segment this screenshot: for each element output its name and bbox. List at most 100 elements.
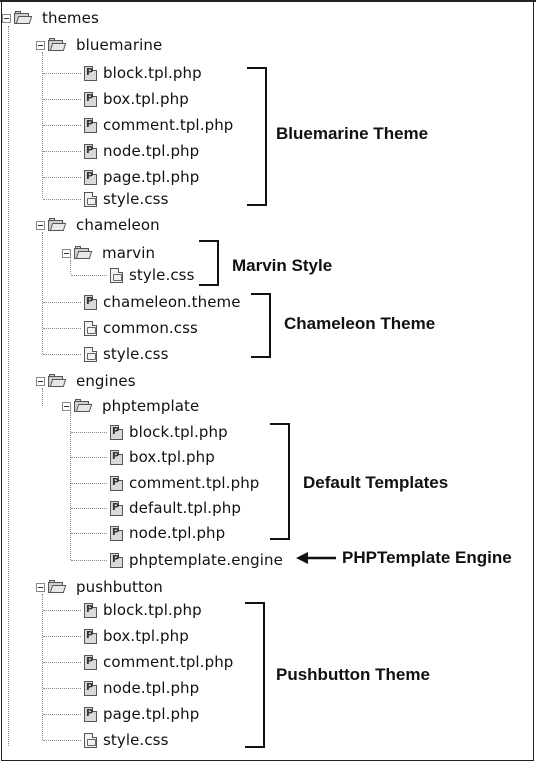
collapse-toggle-icon[interactable] — [36, 376, 45, 386]
tree-line — [42, 232, 43, 354]
tree-node-phptemplate[interactable]: phptemplate — [62, 395, 199, 417]
file-label: comment.tpl.php — [129, 474, 260, 492]
css-file-icon — [84, 732, 97, 748]
collapse-toggle-icon[interactable] — [2, 13, 11, 23]
theme-file-icon — [84, 294, 97, 310]
file-label: chameleon.theme — [103, 293, 241, 311]
file-label: style.css — [129, 266, 195, 284]
file-label: block.tpl.php — [103, 64, 202, 82]
bracket-marvin — [199, 240, 219, 286]
tree-file[interactable]: block.tpl.php — [84, 62, 202, 84]
folder-open-icon — [74, 246, 93, 260]
bracket-pushbutton — [245, 602, 265, 748]
tree-node-bluemarine[interactable]: bluemarine — [36, 34, 162, 56]
bracket-default-templates — [270, 423, 290, 540]
file-label: page.tpl.php — [103, 168, 200, 186]
php-file-icon — [84, 65, 97, 81]
collapse-toggle-icon[interactable] — [62, 401, 71, 411]
file-label: common.css — [103, 319, 198, 337]
annotation-chameleon-theme: Chameleon Theme — [284, 314, 436, 333]
file-label: block.tpl.php — [103, 601, 202, 619]
tree-file[interactable]: block.tpl.php — [84, 599, 202, 621]
tree-node-label: bluemarine — [76, 36, 163, 54]
tree-node-marvin[interactable]: marvin — [62, 242, 155, 264]
php-file-icon — [84, 654, 97, 670]
tree-file[interactable]: node.tpl.php — [84, 140, 199, 162]
tree-file[interactable]: comment.tpl.php — [110, 472, 259, 494]
php-file-icon — [84, 169, 97, 185]
css-file-icon — [84, 191, 97, 207]
tree-file[interactable]: style.css — [84, 188, 169, 210]
file-label: node.tpl.php — [129, 524, 226, 542]
tree-line — [42, 388, 43, 406]
php-file-icon — [110, 500, 123, 516]
tree-line — [70, 412, 71, 560]
tree-node-label: engines — [76, 372, 136, 390]
tree-file[interactable]: comment.tpl.php — [84, 114, 233, 136]
tree-file[interactable]: page.tpl.php — [84, 703, 199, 725]
collapse-toggle-icon[interactable] — [36, 40, 45, 50]
file-label: style.css — [103, 345, 169, 363]
tree-file[interactable]: style.css — [84, 729, 169, 751]
css-file-icon — [84, 346, 97, 362]
tree-file[interactable]: box.tpl.php — [110, 446, 215, 468]
css-file-icon — [110, 267, 123, 283]
tree-node-label: marvin — [102, 244, 156, 262]
file-label: comment.tpl.php — [103, 116, 234, 134]
tree-file[interactable]: phptemplate.engine — [110, 549, 283, 571]
tree-node-engines[interactable]: engines — [36, 370, 136, 392]
tree-node-label: phptemplate — [102, 397, 200, 415]
arrow-left-icon — [296, 552, 336, 564]
php-file-icon — [84, 117, 97, 133]
tree-node-chameleon[interactable]: chameleon — [36, 214, 160, 236]
file-label: box.tpl.php — [103, 90, 189, 108]
tree-node-pushbutton[interactable]: pushbutton — [36, 576, 163, 598]
tree-file[interactable]: default.tpl.php — [110, 497, 241, 519]
php-file-icon — [84, 628, 97, 644]
php-file-icon — [84, 91, 97, 107]
folder-open-icon — [48, 218, 67, 232]
tree-line — [70, 260, 71, 274]
tree-file[interactable]: box.tpl.php — [84, 88, 189, 110]
folder-open-icon — [48, 374, 67, 388]
folder-open-icon — [48, 580, 67, 594]
php-file-icon — [110, 525, 123, 541]
tree-line — [8, 26, 9, 746]
annotation-default-templates: Default Templates — [303, 473, 449, 492]
tree-node-label: chameleon — [76, 216, 160, 234]
php-file-icon — [84, 706, 97, 722]
tree-file[interactable]: page.tpl.php — [84, 166, 199, 188]
tree-file[interactable]: block.tpl.php — [110, 421, 228, 443]
tree-file[interactable]: style.css — [84, 343, 169, 365]
tree-file[interactable]: node.tpl.php — [84, 677, 199, 699]
annotation-bluemarine-theme: Bluemarine Theme — [276, 124, 429, 143]
bracket-chameleon — [251, 293, 271, 358]
file-label: style.css — [103, 190, 169, 208]
tree-node-themes[interactable]: themes — [2, 7, 99, 29]
tree-file[interactable]: comment.tpl.php — [84, 651, 233, 673]
file-label: node.tpl.php — [103, 142, 200, 160]
file-label: box.tpl.php — [129, 448, 215, 466]
tree-file[interactable]: box.tpl.php — [84, 625, 189, 647]
tree-file[interactable]: style.css — [110, 264, 195, 286]
tree-line — [42, 594, 43, 740]
php-file-icon — [110, 475, 123, 491]
tree-line — [42, 52, 43, 198]
collapse-toggle-icon[interactable] — [36, 220, 45, 230]
collapse-toggle-icon[interactable] — [62, 248, 71, 258]
file-label: node.tpl.php — [103, 679, 200, 697]
folder-open-icon — [74, 399, 93, 413]
file-label: page.tpl.php — [103, 705, 200, 723]
folder-open-icon — [14, 11, 33, 25]
php-file-icon — [84, 680, 97, 696]
file-label: block.tpl.php — [129, 423, 228, 441]
php-file-icon — [110, 424, 123, 440]
tree-file[interactable]: common.css — [84, 317, 198, 339]
tree-file[interactable]: chameleon.theme — [84, 291, 241, 313]
folder-open-icon — [48, 38, 67, 52]
annotation-marvin-style: Marvin Style — [232, 256, 333, 275]
file-label: phptemplate.engine — [129, 551, 283, 569]
collapse-toggle-icon[interactable] — [36, 582, 45, 592]
tree-file[interactable]: node.tpl.php — [110, 522, 225, 544]
tree-node-label: themes — [42, 9, 99, 27]
